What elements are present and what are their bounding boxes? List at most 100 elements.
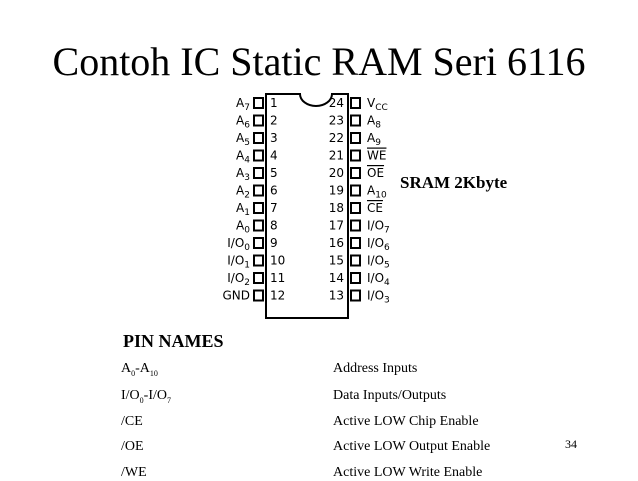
pin-21: 21 WE: [329, 149, 387, 163]
pin-lead: [350, 254, 361, 267]
slide-title: Contoh IC Static RAM Seri 6116: [52, 39, 586, 84]
pin-lead: [350, 132, 361, 144]
pin-name-label: A7: [236, 96, 250, 113]
pin-name-label: I/O5: [367, 254, 390, 271]
pin-number: 11: [270, 271, 285, 285]
pin-name-label: A1: [236, 201, 250, 218]
pin-number: 9: [270, 236, 278, 250]
pin-number: 24: [329, 96, 344, 110]
pin-name-description: Data Inputs/Outputs: [333, 388, 447, 403]
pin-number: 13: [329, 289, 344, 303]
chip-body: [265, 93, 349, 319]
pin-number: 14: [329, 271, 344, 285]
pin-lead: [253, 272, 264, 284]
pin-number: 20: [329, 166, 344, 180]
pin-name-description: Active LOW Write Enable: [333, 465, 483, 480]
pin-19: 19 A10: [329, 184, 387, 201]
pin-name-symbol: /WE: [121, 465, 147, 480]
pin-20: 20 OE: [329, 166, 384, 180]
pin-number: 5: [270, 166, 278, 180]
pin-number: 19: [329, 184, 344, 198]
pin-24: 24 VCC: [329, 96, 388, 113]
pin-name-label: A10: [367, 184, 387, 201]
pin-name-symbol: /OE: [121, 439, 144, 454]
pin-9: I/O0 9: [227, 236, 277, 253]
pin-16: 16 I/O6: [329, 236, 390, 253]
pin-number: 17: [329, 219, 344, 233]
pin-number: 10: [270, 254, 285, 268]
pin-lead: [253, 132, 264, 144]
sram-label: SRAM 2Kbyte: [400, 173, 508, 192]
pin-name-label: I/O4: [367, 271, 390, 288]
pin-name-label: A4: [236, 149, 250, 166]
pin-names-title: PIN NAMES: [123, 331, 224, 351]
pin-number: 3: [270, 131, 278, 145]
pin-lead: [253, 97, 264, 109]
pin-lead: [350, 184, 361, 197]
pin-name-label: CE: [367, 201, 383, 215]
pin-name-symbol: /CE: [121, 414, 143, 429]
pin-13: 13 I/O3: [329, 289, 390, 306]
pin-22: 22 A9: [329, 131, 382, 148]
pin-5: A3 5: [236, 166, 278, 183]
pin-name-description: Address Inputs: [333, 361, 418, 376]
pin-8: A0 8: [236, 219, 278, 236]
pin-name-label: VCC: [367, 96, 388, 113]
slide-number: 34: [565, 437, 577, 451]
pin-lead: [350, 289, 361, 302]
pin-name-label: OE: [367, 166, 384, 180]
pin-name-label: A9: [367, 131, 381, 148]
pin-number: 21: [329, 149, 344, 163]
pin-lead: [253, 254, 264, 267]
pin-lead: [253, 114, 264, 127]
pin-name-label: A5: [236, 131, 250, 148]
pin-name-label: I/O6: [367, 236, 390, 253]
pin-lead: [350, 202, 361, 214]
pin-name-label: I/O0: [227, 236, 250, 253]
pin-name-label: I/O1: [227, 254, 250, 271]
pin-number: 18: [329, 201, 344, 215]
pin-name-symbol: I/O0-I/O7: [121, 388, 171, 405]
pin-23: 23 A8: [329, 114, 382, 131]
pin-4: A4 4: [236, 149, 278, 166]
pin-2: A6 2: [236, 114, 278, 131]
pin-name-label: A2: [236, 184, 250, 201]
pin-18: 18 CE: [329, 201, 383, 215]
pin-name-label: A8: [367, 114, 381, 131]
pin-number: 6: [270, 184, 278, 198]
pin-name-description: Active LOW Chip Enable: [333, 414, 479, 429]
pin-lead: [350, 167, 361, 179]
pin-lead: [253, 184, 264, 197]
pin-10: I/O1 10: [227, 254, 285, 271]
pin-lead: [253, 237, 264, 249]
pin-name-label: GND: [222, 289, 250, 303]
pin-lead: [253, 167, 264, 179]
pin-name-label: A3: [236, 166, 250, 183]
pin-lead: [253, 149, 264, 162]
pin-number: 2: [270, 114, 278, 128]
pin-lead: [253, 202, 264, 214]
pin-lead: [350, 149, 361, 162]
pin-lead: [350, 237, 361, 249]
pin-name-symbol: A0-A10: [121, 361, 158, 378]
pin-number: 22: [329, 131, 344, 145]
pin-name-label: WE: [367, 149, 386, 163]
pin-14: 14 I/O4: [329, 271, 390, 288]
pin-name-label: A6: [236, 114, 250, 131]
pin-number: 23: [329, 114, 344, 128]
pin-number: 16: [329, 236, 344, 250]
pin-number: 4: [270, 149, 278, 163]
pin-number: 8: [270, 219, 278, 233]
pin-name-label: A0: [236, 219, 250, 236]
pin-name-label: I/O3: [367, 289, 390, 306]
pin-lead: [253, 219, 264, 232]
pin-3: A5 3: [236, 131, 278, 148]
